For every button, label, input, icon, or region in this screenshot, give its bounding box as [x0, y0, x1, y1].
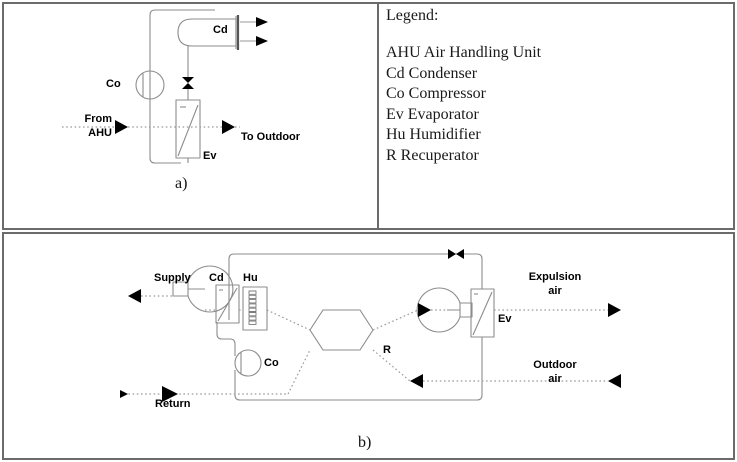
- label-b-expulsion-line1: Expulsion: [528, 271, 582, 283]
- label-b-humidifier: Hu: [243, 272, 258, 284]
- label-b-supply: Supply: [154, 272, 191, 284]
- label-b-compressor: Co: [264, 357, 279, 369]
- panel-legend-frame: [378, 2, 735, 230]
- label-b-condenser: Cd: [209, 272, 224, 284]
- caption-panel-b: b): [358, 434, 372, 451]
- label-b-outdoor-line2: air: [548, 373, 562, 385]
- label-a-evaporator: Ev: [203, 150, 217, 162]
- legend-entry-cd: Cd Condenser: [386, 64, 478, 82]
- legend-entry-r: R Recuperator: [386, 146, 479, 164]
- panel-a-frame: [2, 2, 378, 230]
- legend-entry-ev: Ev Evaporator: [386, 105, 479, 123]
- label-a-compressor: Co: [106, 78, 121, 90]
- legend-title: Legend:: [386, 7, 439, 24]
- legend-entry-hu: Hu Humidifier: [386, 126, 481, 143]
- label-a-inlet-line1: From: [84, 113, 113, 125]
- legend-entry-ahu: AHU Air Handling Unit: [386, 44, 542, 61]
- label-a-outlet: To Outdoor: [241, 131, 301, 143]
- label-b-return: Return: [155, 398, 191, 410]
- label-a-inlet-line2: AHU: [88, 127, 112, 139]
- caption-panel-a: a): [175, 175, 188, 192]
- panel-b-frame: [2, 232, 735, 460]
- legend-entry-co: Co Compressor: [386, 85, 486, 102]
- label-b-outdoor-line1: Outdoor: [533, 359, 577, 371]
- label-b-expulsion-line2: air: [548, 285, 562, 297]
- label-b-evaporator: Ev: [498, 313, 512, 325]
- label-b-recuperator: R: [383, 344, 391, 356]
- label-a-condenser: Cd: [213, 24, 228, 36]
- legend-block: Legend: AHU Air Handling Unit Cd Condens…: [386, 6, 731, 226]
